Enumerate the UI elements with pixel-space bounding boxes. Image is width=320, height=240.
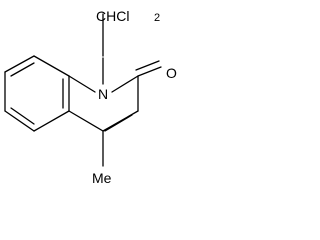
bond-c8a-n (68, 75, 96, 93)
bond-c3-c4 (102, 110, 139, 132)
nitrogen-label: N (98, 86, 108, 102)
bond-n-c2 (111, 75, 139, 93)
bond-c2-o-a (137, 66, 162, 77)
oxygen-label: O (166, 65, 177, 81)
bond-c5-c4a (33, 110, 70, 132)
substituent-label: CHCl (96, 8, 129, 24)
bond-c3-c4-inner (104, 114, 133, 132)
methyl-label: Me (92, 170, 112, 186)
substituent-subscript: 2 (154, 12, 160, 24)
bond-c6-c5-inner (10, 107, 35, 125)
bond-c6-c5 (4, 110, 35, 132)
bond-c4-c4a (68, 110, 104, 132)
bond-c8-c7 (4, 55, 35, 73)
bond-c8-c7-inner (10, 62, 35, 77)
bond-c2-o-b (135, 60, 160, 71)
bond-c8a-c8 (33, 55, 70, 77)
chemical-structure: CHCl 2 N O Me (4, 8, 177, 186)
